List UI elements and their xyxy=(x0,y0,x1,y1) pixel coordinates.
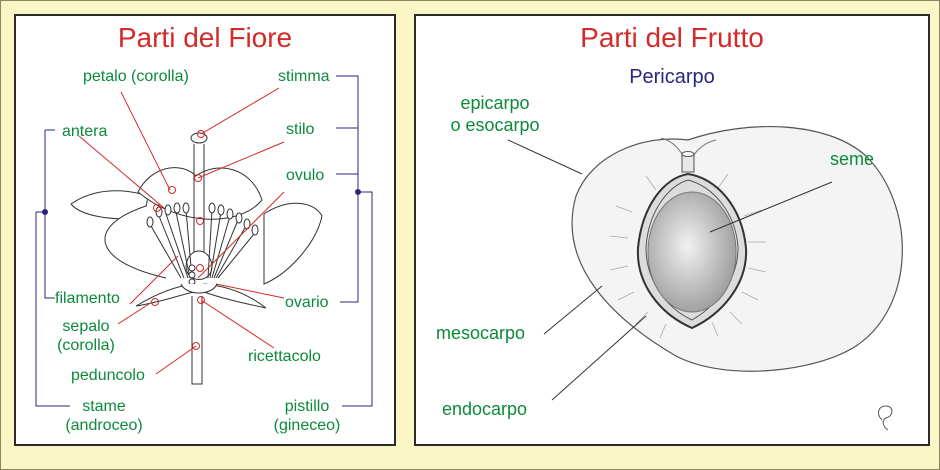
label-ovario: ovario xyxy=(285,294,329,311)
label-ovulo: ovulo xyxy=(286,167,325,184)
fruit-subtitle: Pericarpo xyxy=(629,66,715,88)
label-epicarpo-line1: epicarpo xyxy=(460,93,530,113)
label-mesocarpo: mesocarpo xyxy=(436,323,526,343)
fruit-illustration xyxy=(507,125,903,431)
label-epicarpo: epicarpo o esocarpo xyxy=(420,92,570,136)
label-petalo: petalo (corolla) xyxy=(83,68,189,85)
fruit-seed xyxy=(647,191,737,313)
flower-panel: Parti del Fiore xyxy=(14,14,396,446)
label-pistillo-line1: pistillo xyxy=(284,398,330,415)
anthers xyxy=(146,202,259,236)
label-stame-line2: (androceo) xyxy=(65,417,143,434)
label-pistillo-line2: (gineceo) xyxy=(273,417,341,434)
label-sepalo-line1: sepalo xyxy=(62,318,110,335)
right-petal xyxy=(263,202,323,285)
label-stimma: stimma xyxy=(278,68,330,85)
label-antera: antera xyxy=(62,123,108,140)
radial-marks xyxy=(609,173,767,339)
peduncle xyxy=(191,296,203,385)
fruit-panel: Parti del Frutto Pericarpo xyxy=(414,14,930,446)
fruit-title: Parti del Frutto xyxy=(580,22,764,53)
receptacle xyxy=(180,283,218,294)
right-sepal xyxy=(203,283,267,309)
label-stame-line1: stame xyxy=(82,398,126,415)
label-peduncolo: peduncolo xyxy=(71,367,145,384)
label-endocarpo: endocarpo xyxy=(442,399,528,419)
label-stame: stame (androceo) xyxy=(54,397,154,435)
label-seme: seme xyxy=(830,149,875,169)
left-petal xyxy=(70,190,149,220)
label-stilo: stilo xyxy=(286,121,315,138)
label-epicarpo-line2: o esocarpo xyxy=(450,115,540,135)
style-outline xyxy=(193,144,205,264)
flower-pointers xyxy=(78,87,285,375)
label-sepalo-line2: (corolla) xyxy=(57,337,115,354)
label-filamento: filamento xyxy=(55,290,120,307)
label-pistillo: pistillo (gineceo) xyxy=(262,397,352,435)
label-sepalo: sepalo (corolla) xyxy=(46,317,126,355)
flower-title: Parti del Fiore xyxy=(117,22,293,53)
flower-brackets xyxy=(35,75,373,407)
fruit-pointers xyxy=(507,139,833,401)
flower-illustration xyxy=(35,75,373,407)
ovules xyxy=(188,264,196,286)
signature-mark xyxy=(878,405,893,431)
stigma-shape xyxy=(190,132,208,144)
label-ricettacolo: ricettacolo xyxy=(248,348,321,365)
